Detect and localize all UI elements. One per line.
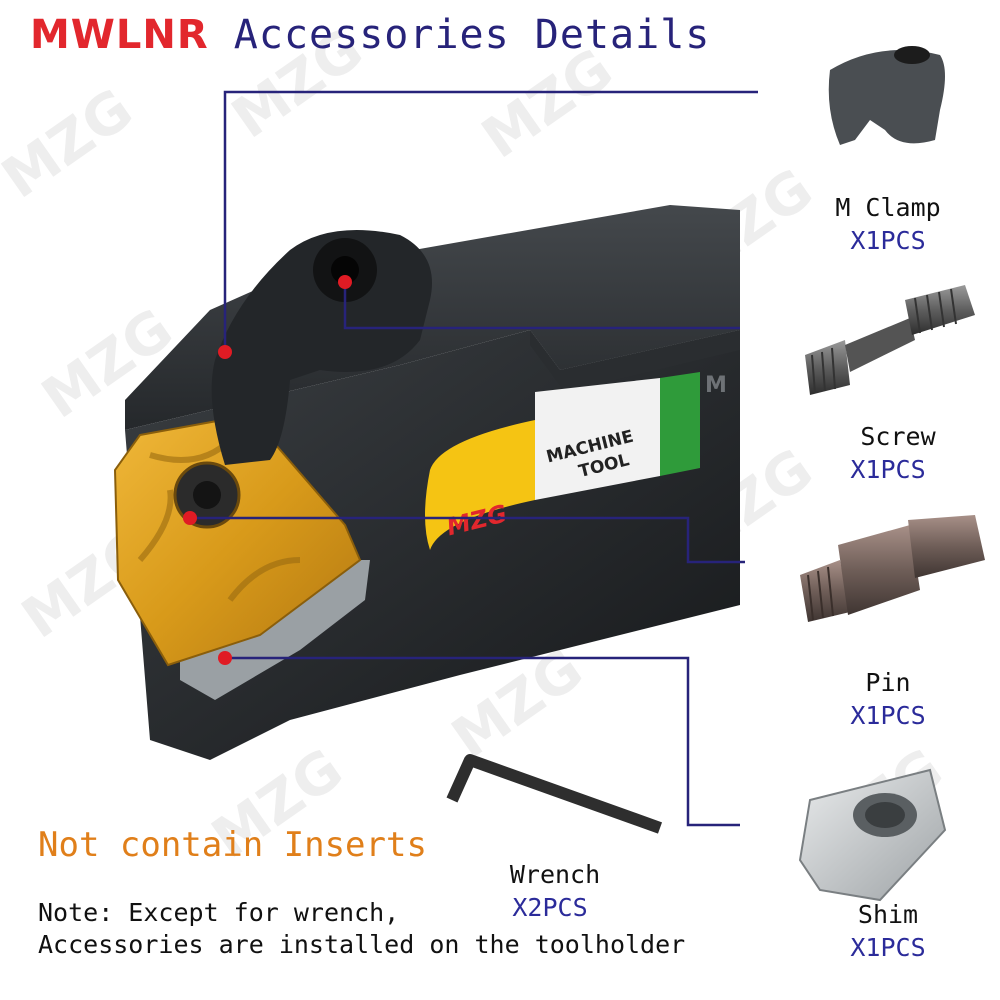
clamp-qty: X1PCS (850, 226, 926, 255)
marker-screw (338, 275, 352, 289)
screw-part-image (805, 285, 975, 395)
leader-lines (190, 90, 758, 827)
leader-pin (190, 516, 745, 564)
wrench-part-image (446, 754, 663, 834)
badge-green (660, 372, 700, 476)
shim-qty: X1PCS (850, 933, 926, 962)
marker-clamp (218, 345, 232, 359)
body-mark: M (705, 373, 727, 398)
screw-name: Screw (860, 422, 936, 451)
pin-qty: X1PCS (850, 701, 926, 730)
leader-shim (225, 656, 740, 827)
page-title: MWLNR Accessories Details (30, 12, 710, 58)
clamp-name: M Clamp (835, 193, 941, 222)
leader-markers (183, 275, 352, 665)
inserts-warning: Not contain Inserts (38, 825, 427, 865)
shim-part-image (798, 768, 947, 902)
wrench-name: Wrench (509, 860, 601, 889)
installed-insert (113, 413, 362, 667)
title-text: Accessories Details (233, 12, 711, 58)
marker-shim (218, 651, 232, 665)
badge-white (535, 378, 660, 500)
note-line-2: Accessories are installed on the toolhol… (38, 930, 686, 959)
pin-name: Pin (865, 668, 911, 697)
screw-qty: X1PCS (850, 455, 926, 484)
leader-clamp (223, 90, 758, 352)
wrench-qty: X2PCS (512, 893, 588, 922)
marker-pin (183, 511, 197, 525)
installed-shim (180, 560, 370, 700)
note-line-1: Note: Except for wrench, (38, 898, 400, 927)
leader-screw (343, 282, 740, 330)
installed-clamp (211, 230, 432, 465)
watermark-text: MZG (0, 77, 145, 212)
pin-part-image (800, 515, 985, 622)
shim-name: Shim (857, 900, 919, 929)
title-model: MWLNR (30, 12, 209, 58)
clamp-part-image (828, 46, 945, 145)
